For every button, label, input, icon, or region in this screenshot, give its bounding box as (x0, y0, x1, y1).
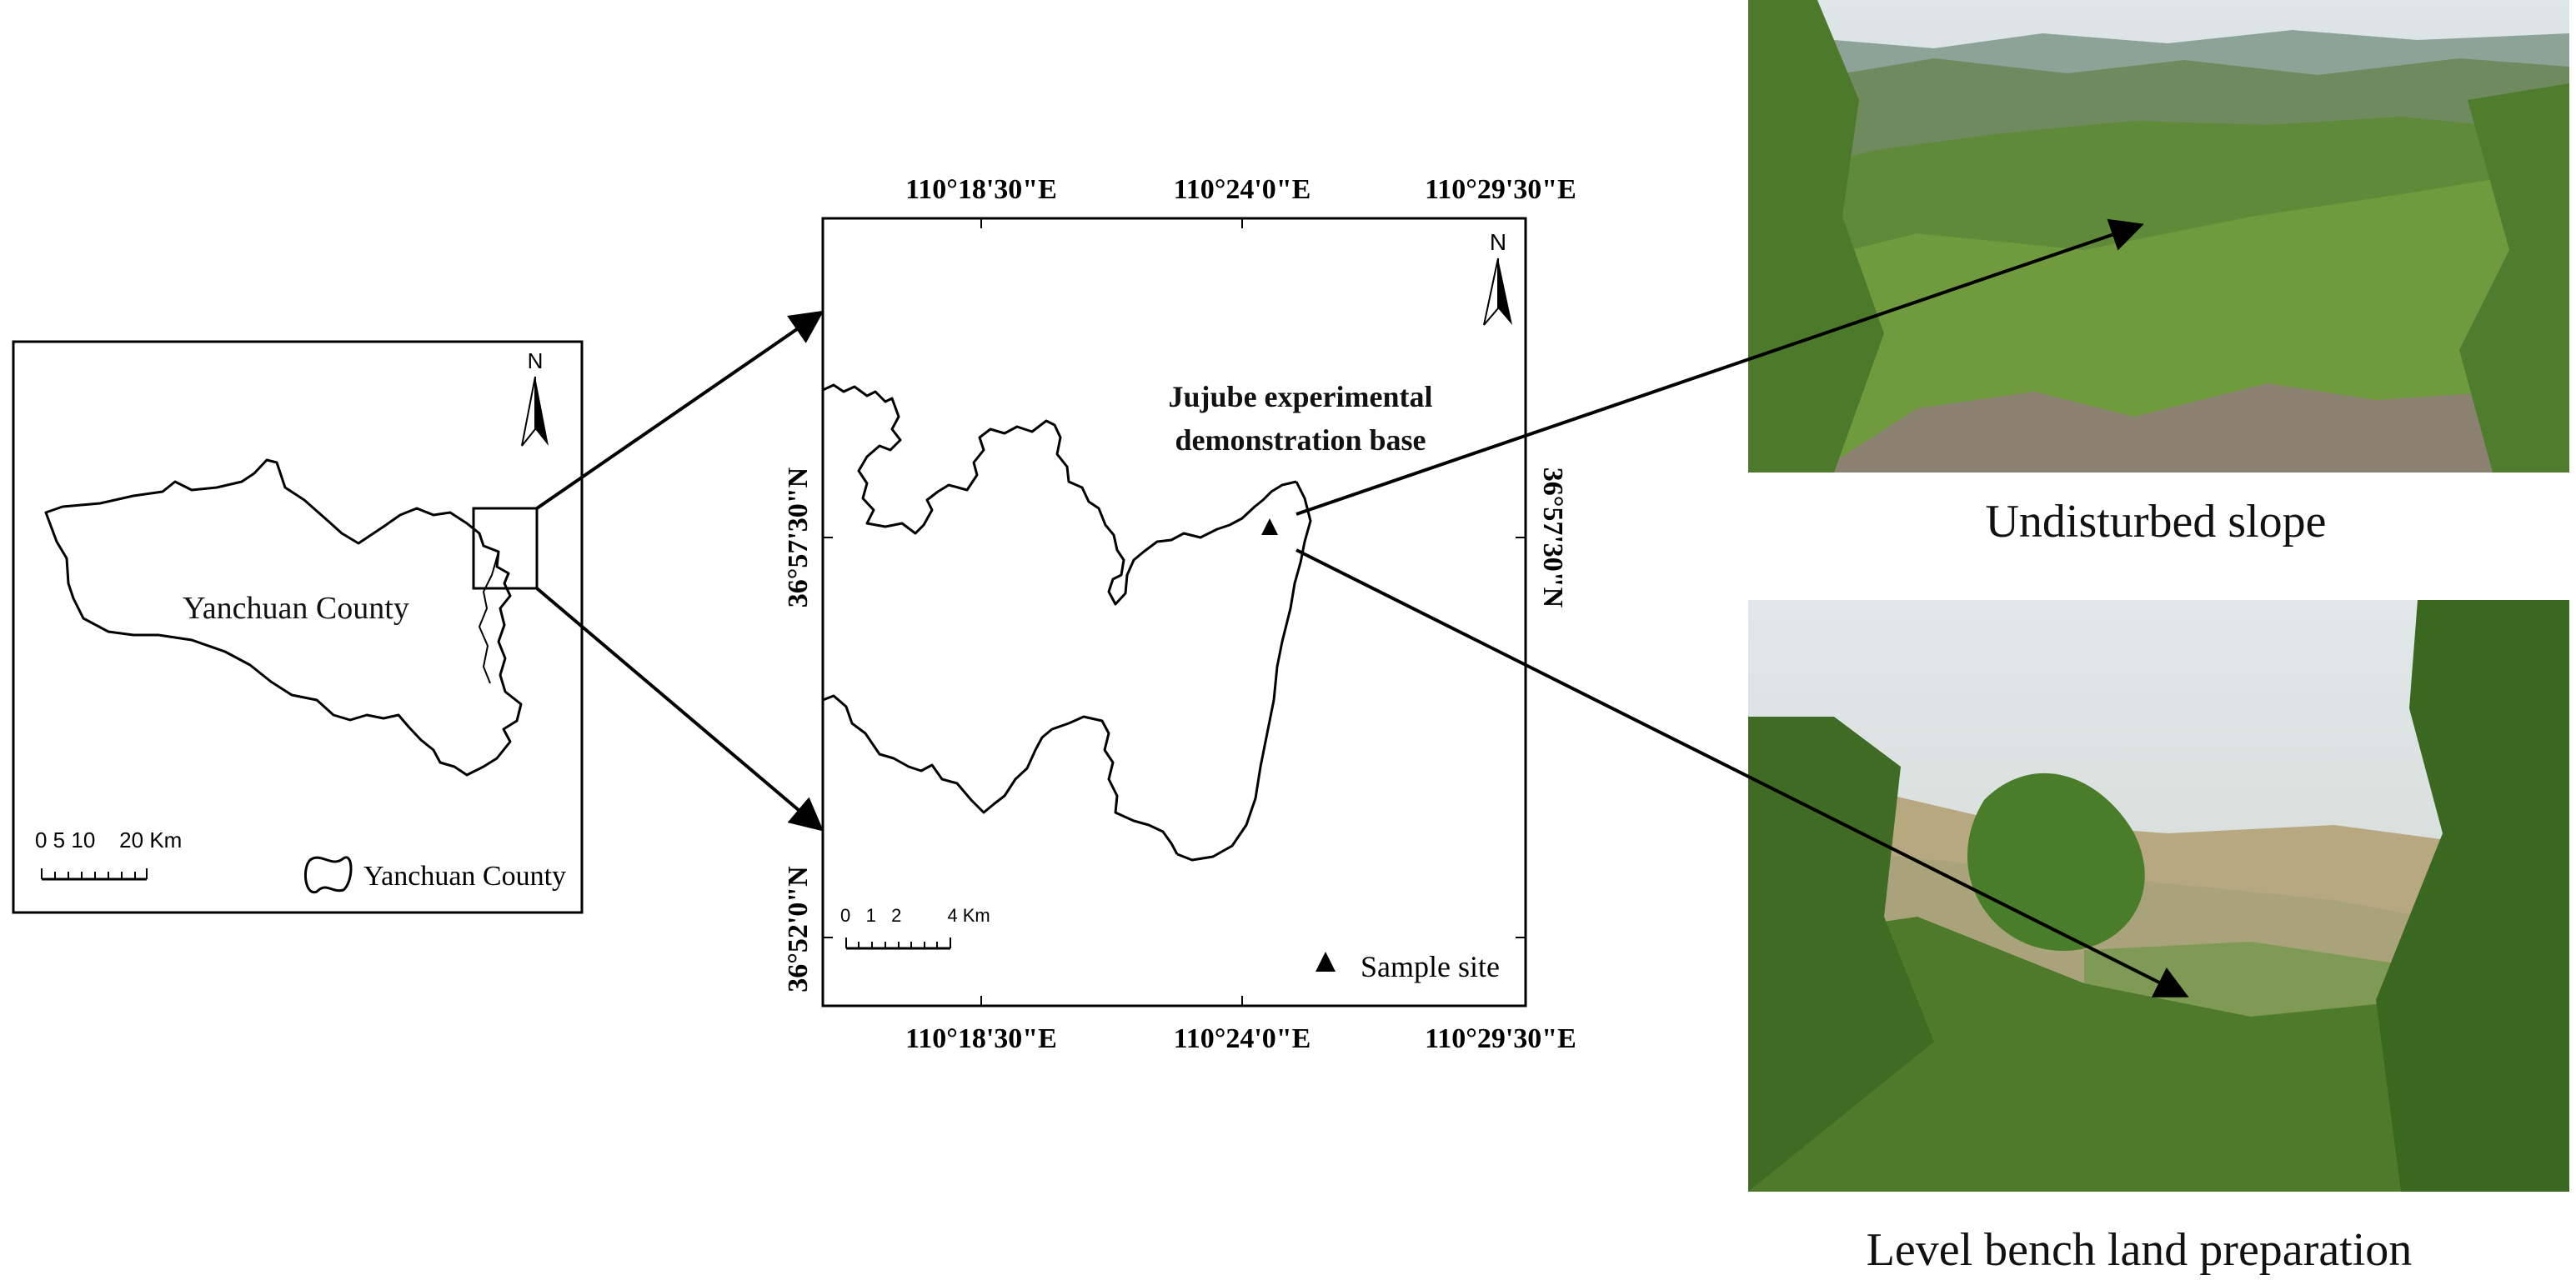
svg-text:N: N (528, 348, 544, 373)
right-tick-1: 36°57'30"N (1537, 468, 1568, 608)
bottom-photo-caption: Level bench land preparation (1867, 1224, 2413, 1276)
southern-boundary-line (822, 694, 1179, 855)
north-arrow-icon: N (521, 348, 549, 447)
northern-boundary-line (822, 383, 1297, 606)
bottom-tick-2: 110°24'0"E (1174, 1023, 1311, 1054)
top-photo-caption: Undisturbed slope (1985, 496, 2326, 548)
left-legend: Yanchuan County (303, 856, 566, 893)
center-map-frame (821, 217, 1527, 1008)
yellow-river-boundary (478, 551, 499, 684)
bottom-tick-3: 110°29'30"E (1425, 1023, 1576, 1054)
center-north-arrow-icon: N (1483, 229, 1512, 326)
left-tick-2: 36°52'0"N (783, 866, 814, 992)
level-bench-photo (1748, 600, 2569, 1192)
svg-text:Yanchuan County: Yanchuan County (363, 861, 566, 892)
center-legend: Sample site (1316, 950, 1500, 983)
bottom-tick-1: 110°18'30"E (905, 1023, 1057, 1054)
top-tick-1: 110°18'30"E (905, 174, 1057, 205)
svg-text:0 1 2 4 Km: 0 1 2 4 Km (840, 905, 990, 926)
sample-site-legend-icon (1316, 952, 1336, 972)
center-map: 110°18'30"E 110°24'0"E 110°29'30"E 110°1… (783, 174, 1576, 1054)
region-label: Yanchuan County (183, 591, 409, 626)
base-label-line1: Jujube experimental (1169, 380, 1433, 413)
top-tick-2: 110°24'0"E (1174, 174, 1311, 205)
svg-text:N: N (1490, 229, 1506, 255)
graticule-ticks (823, 218, 1526, 1006)
inset-locator-box (472, 507, 539, 590)
svg-text:0 5 10 20 Km: 0 5 10 20 Km (35, 828, 182, 852)
left-scale-bar: 0 5 10 20 Km (35, 828, 182, 881)
eastern-boundary-line (1176, 481, 1312, 862)
undisturbed-slope-photo (1748, 0, 2569, 472)
left-tick-1: 36°57'30"N (783, 467, 814, 608)
left-map: Yanchuan County N 0 5 10 20 Km Yanchuan … (12, 340, 584, 914)
center-scale-bar: 0 1 2 4 Km (840, 905, 990, 950)
zoom-connector-lines (535, 310, 824, 832)
top-tick-3: 110°29'30"E (1425, 174, 1576, 205)
svg-text:Sample site: Sample site (1361, 950, 1500, 983)
photo-pointer-arrows (1296, 218, 2189, 998)
yanchuan-county-outline (44, 458, 523, 777)
sample-site-marker-icon (1261, 518, 1278, 535)
county-legend-icon (303, 856, 353, 893)
base-label-line2: demonstration base (1175, 423, 1426, 457)
